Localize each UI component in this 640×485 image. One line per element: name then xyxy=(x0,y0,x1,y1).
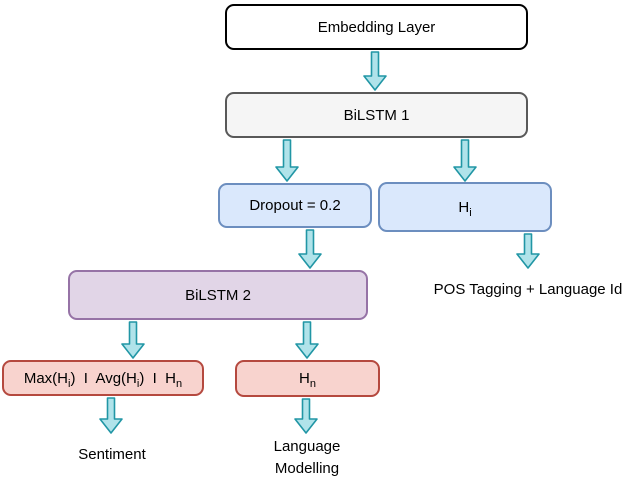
flow-arrow-dropout-to-bilstm2 xyxy=(298,229,322,269)
node-hn-label: Hn xyxy=(299,370,316,390)
node-hi: Hi xyxy=(378,182,552,232)
node-hi-label: Hi xyxy=(458,198,472,219)
flow-arrow-hi-to-pos-tagging xyxy=(516,233,540,269)
flow-arrow-max-avg-to-sentiment xyxy=(99,397,123,434)
flow-arrow-embedding-to-bilstm1 xyxy=(363,51,387,91)
node-bilstm-2: BiLSTM 2 xyxy=(68,270,368,320)
node-dropout-label: Dropout = 0.2 xyxy=(249,197,341,214)
node-bilstm-1-label: BiLSTM 1 xyxy=(343,106,410,124)
node-embedding-layer-label: Embedding Layer xyxy=(317,18,436,36)
flow-arrow-bilstm1-to-hi xyxy=(453,139,477,182)
node-max-avg-hn-label: Max(Hi) I Avg(Hi) I Hn xyxy=(23,369,183,390)
node-bilstm-1: BiLSTM 1 xyxy=(225,92,528,138)
flow-arrow-bilstm2-to-hn xyxy=(295,321,319,359)
flow-arrow-hn-to-language-modelling xyxy=(294,398,318,434)
output-label-pos-tagging: POS Tagging + Language Id xyxy=(433,281,623,298)
output-label-sentiment: Sentiment xyxy=(78,446,146,463)
node-dropout: Dropout = 0.2 xyxy=(218,183,372,228)
node-max-avg-hn: Max(Hi) I Avg(Hi) I Hn xyxy=(2,360,204,396)
flow-arrow-bilstm1-to-dropout xyxy=(275,139,299,182)
node-bilstm-2-label: BiLSTM 2 xyxy=(185,286,251,304)
node-embedding-layer: Embedding Layer xyxy=(225,4,528,50)
node-hn: Hn xyxy=(235,360,380,397)
flow-arrow-bilstm2-to-max-avg xyxy=(121,321,145,359)
